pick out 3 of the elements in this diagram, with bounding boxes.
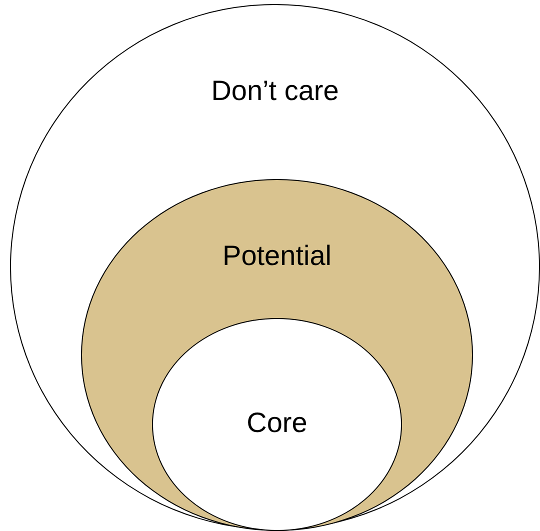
circle-label: Don’t care — [211, 75, 339, 107]
circle-label: Potential — [222, 240, 332, 272]
circle-label: Core — [246, 407, 308, 439]
